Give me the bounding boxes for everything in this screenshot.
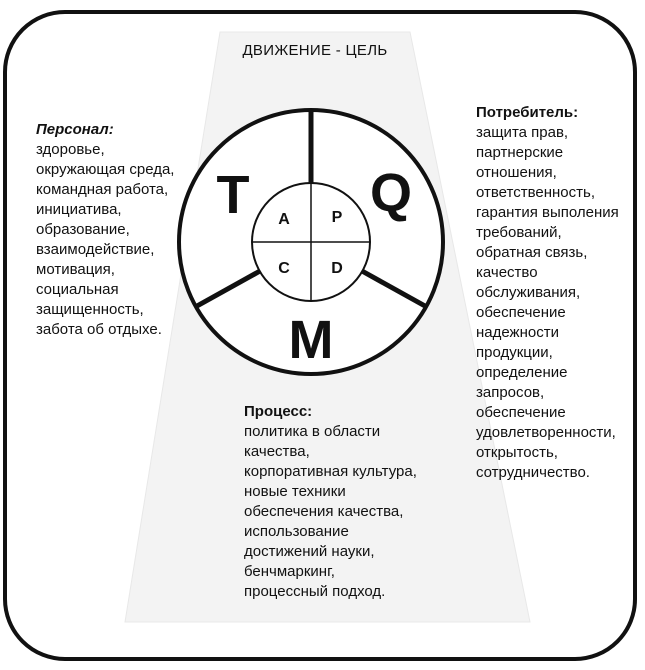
- divider-right: [360, 268, 427, 309]
- letter-c: C: [278, 260, 290, 277]
- tqm-wheel: T Q M A P C D: [177, 108, 445, 376]
- list-item: запросов,: [476, 384, 545, 401]
- personnel-title: Персонал:: [36, 121, 114, 138]
- letter-t: T: [217, 165, 250, 225]
- list-item: отношения,: [476, 164, 557, 181]
- rounded-frame: [3, 10, 637, 661]
- personnel-list: здоровье, окружающая среда, командная ра…: [36, 140, 174, 340]
- letter-d: D: [331, 260, 343, 277]
- consumer-block: Потребитель: защита прав, партнерские от…: [476, 103, 619, 483]
- list-item: сотрудничество.: [476, 464, 590, 481]
- list-item: продукции,: [476, 344, 553, 361]
- list-item: новые техники: [244, 483, 346, 500]
- process-list: политика в области качества, корпоративн…: [244, 422, 417, 602]
- list-item: качества,: [244, 443, 310, 460]
- list-item: бенчмаркинг,: [244, 563, 335, 580]
- list-item: надежности: [476, 324, 559, 341]
- list-item: защита прав,: [476, 124, 569, 141]
- list-item: забота об отдыхе.: [36, 321, 162, 338]
- list-item: образование,: [36, 221, 130, 238]
- consumer-list: защита прав, партнерские отношения, отве…: [476, 123, 619, 483]
- list-item: качество: [476, 264, 538, 281]
- list-item: инициатива,: [36, 201, 122, 218]
- list-item: социальная: [36, 281, 119, 298]
- list-item: обеспечение: [476, 404, 566, 421]
- list-item: определение: [476, 364, 568, 381]
- letter-a: A: [278, 211, 290, 228]
- list-item: взаимодействие,: [36, 241, 155, 258]
- list-item: мотивация,: [36, 261, 115, 278]
- letter-p: P: [332, 209, 343, 226]
- letter-q: Q: [370, 163, 412, 223]
- list-item: открытость,: [476, 444, 558, 461]
- consumer-title: Потребитель:: [476, 104, 579, 121]
- list-item: обеспечение: [476, 304, 566, 321]
- list-item: корпоративная культура,: [244, 463, 417, 480]
- list-item: удовлетворенности,: [476, 424, 616, 441]
- divider-left: [195, 268, 262, 309]
- list-item: достижений науки,: [244, 543, 375, 560]
- list-item: процессный подход.: [244, 583, 386, 600]
- process-title: Процесс:: [244, 403, 313, 420]
- list-item: обслуживания,: [476, 284, 581, 301]
- list-item: обратная связь,: [476, 244, 588, 261]
- personnel-block: Персонал: здоровье, окружающая среда, ко…: [36, 120, 174, 340]
- list-item: ответственность,: [476, 184, 596, 201]
- list-item: здоровье,: [36, 141, 105, 158]
- list-item: политика в области: [244, 423, 381, 440]
- top-label: ДВИЖЕНИЕ - ЦЕЛЬ: [242, 42, 388, 59]
- list-item: гарантия выполения: [476, 204, 619, 221]
- list-item: командная работа,: [36, 181, 169, 198]
- list-item: окружающая среда,: [36, 161, 175, 178]
- list-item: защищенность,: [36, 301, 144, 318]
- process-block: Процесс: политика в области качества, ко…: [244, 402, 417, 602]
- list-item: использование: [244, 523, 349, 540]
- list-item: обеспечения качества,: [244, 503, 404, 520]
- letter-m: M: [289, 310, 334, 370]
- list-item: партнерские: [476, 144, 564, 161]
- list-item: требований,: [476, 224, 562, 241]
